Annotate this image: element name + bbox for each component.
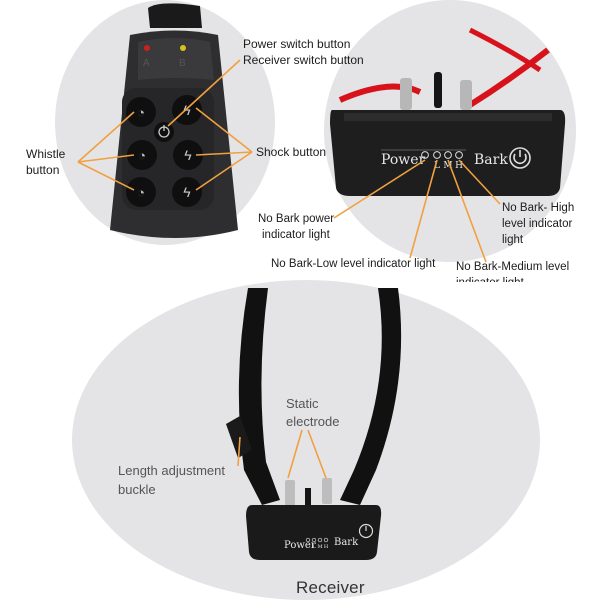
remote-channel-a: A — [143, 58, 150, 69]
whistle-button-3: ◔ — [126, 177, 156, 207]
remote-channel-b: B — [179, 58, 186, 69]
svg-text:◔: ◔ — [137, 105, 145, 120]
whistle-button-2: ◔ — [127, 140, 157, 170]
remote-led-red — [144, 45, 150, 51]
detail-bark-text: Bark — [474, 152, 508, 168]
shock-label: Shock button — [256, 145, 327, 159]
detail-power-text: Power — [381, 152, 426, 168]
detail-level-l: L — [434, 161, 440, 171]
collar-level-h: H — [324, 544, 329, 550]
svg-text:◔: ◔ — [138, 148, 146, 163]
detail-power-button — [509, 147, 531, 169]
detail-led-high — [455, 151, 463, 159]
buckle-label-line2: buckle — [118, 482, 156, 497]
no-bark-power-label-line1: No Bark power — [258, 213, 335, 225]
whistle-button-1: ◔ — [126, 97, 156, 127]
collar-level-m: M — [317, 544, 322, 550]
static-electrode-label-line2: electrode — [286, 414, 340, 429]
receiver-switch-label: Receiver switch button — [243, 53, 364, 67]
whistle-label-line2: button — [26, 163, 60, 177]
detail-power-led — [421, 151, 429, 159]
collar-strap-left — [238, 288, 280, 505]
detail-led-med — [444, 151, 452, 159]
receiver-detail-body — [330, 110, 566, 196]
collar-power-button — [358, 523, 374, 539]
collar-level-l: L — [312, 544, 316, 550]
shock-button-2: ϟ — [173, 140, 203, 170]
no-bark-medium-label-line1: No Bark-Medium level — [456, 261, 570, 273]
detail-level-h: H — [455, 161, 463, 171]
svg-text:ϟ: ϟ — [183, 102, 191, 118]
collar-bark-text: Bark — [334, 537, 359, 548]
no-bark-high-label-line1: No Bark- High — [502, 202, 575, 214]
static-electrode-label-line1: Static — [286, 396, 319, 411]
collar-power-text: Power — [284, 540, 316, 551]
no-bark-high-label-line3: light — [502, 234, 524, 246]
no-bark-medium-label-line2: indicator light — [456, 277, 524, 289]
remote-led-yellow — [180, 45, 186, 51]
no-bark-low-label: No Bark-Low level indicator light — [271, 258, 436, 270]
no-bark-high-label-line2: level indicator — [502, 218, 573, 230]
collar-strap-right — [340, 288, 402, 505]
no-bark-power-label-line2: indicator light — [262, 229, 330, 241]
whistle-label-line1: Whistle — [26, 147, 66, 161]
buckle-label-line1: Length adjustment — [118, 463, 225, 478]
shock-button-3: ϟ — [172, 177, 202, 207]
length-adjustment-buckle — [226, 416, 252, 458]
detail-level-m: M — [443, 161, 452, 171]
svg-text:ϟ: ϟ — [183, 184, 191, 200]
power-switch-label: Power switch button — [243, 37, 351, 51]
svg-text:ϟ: ϟ — [184, 147, 192, 163]
remote-power-button — [154, 122, 174, 142]
collar-receiver-body — [246, 505, 382, 560]
svg-text:◔: ◔ — [137, 185, 145, 200]
receiver-caption: Receiver — [296, 578, 365, 597]
detail-led-low — [433, 151, 441, 159]
